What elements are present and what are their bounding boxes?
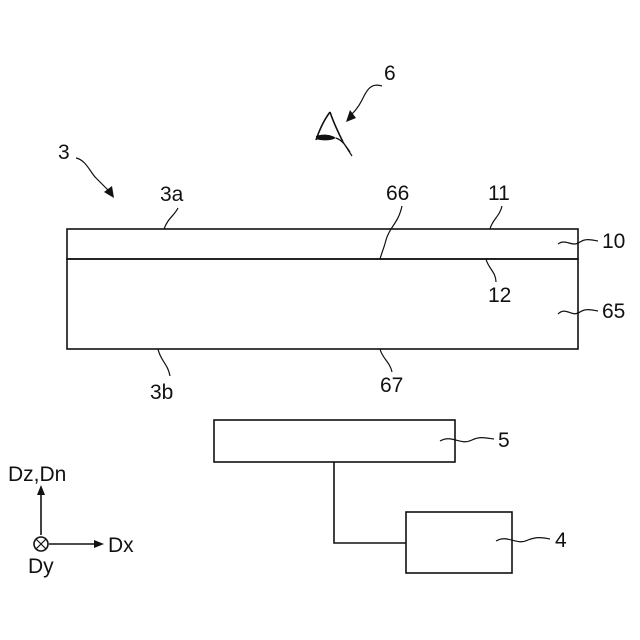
label-6: 6 [384,62,396,85]
leader-5 [440,438,494,442]
label-66: 66 [386,182,409,205]
eye-icon [316,112,352,156]
leader-3 [76,158,110,192]
label-3a: 3a [160,183,184,206]
leader-11 [490,206,502,229]
leader-6 [350,85,382,116]
label-3: 3 [58,141,70,164]
leader-3a [164,208,178,229]
label-11: 11 [488,182,510,205]
label-5: 5 [498,429,510,452]
label-10: 10 [602,230,625,253]
label-65: 65 [602,300,625,323]
leader-67 [380,349,392,372]
axis-indicator [34,485,104,551]
label-3b: 3b [150,381,173,404]
leader-3b [158,349,170,376]
label-67: 67 [380,374,403,397]
top-layer-rect [67,229,578,259]
leader-12 [486,259,496,282]
driver-box [214,420,455,462]
leader-4 [496,538,550,542]
leader-66 [380,206,402,259]
axis-label-depth: Dy [28,555,54,578]
controller-box [406,512,512,573]
axis-label-horizontal: Dx [108,534,134,557]
axis-label-vertical: Dz,Dn [8,463,66,486]
connector-line [334,462,406,543]
label-4: 4 [555,529,567,552]
label-12: 12 [488,284,511,307]
